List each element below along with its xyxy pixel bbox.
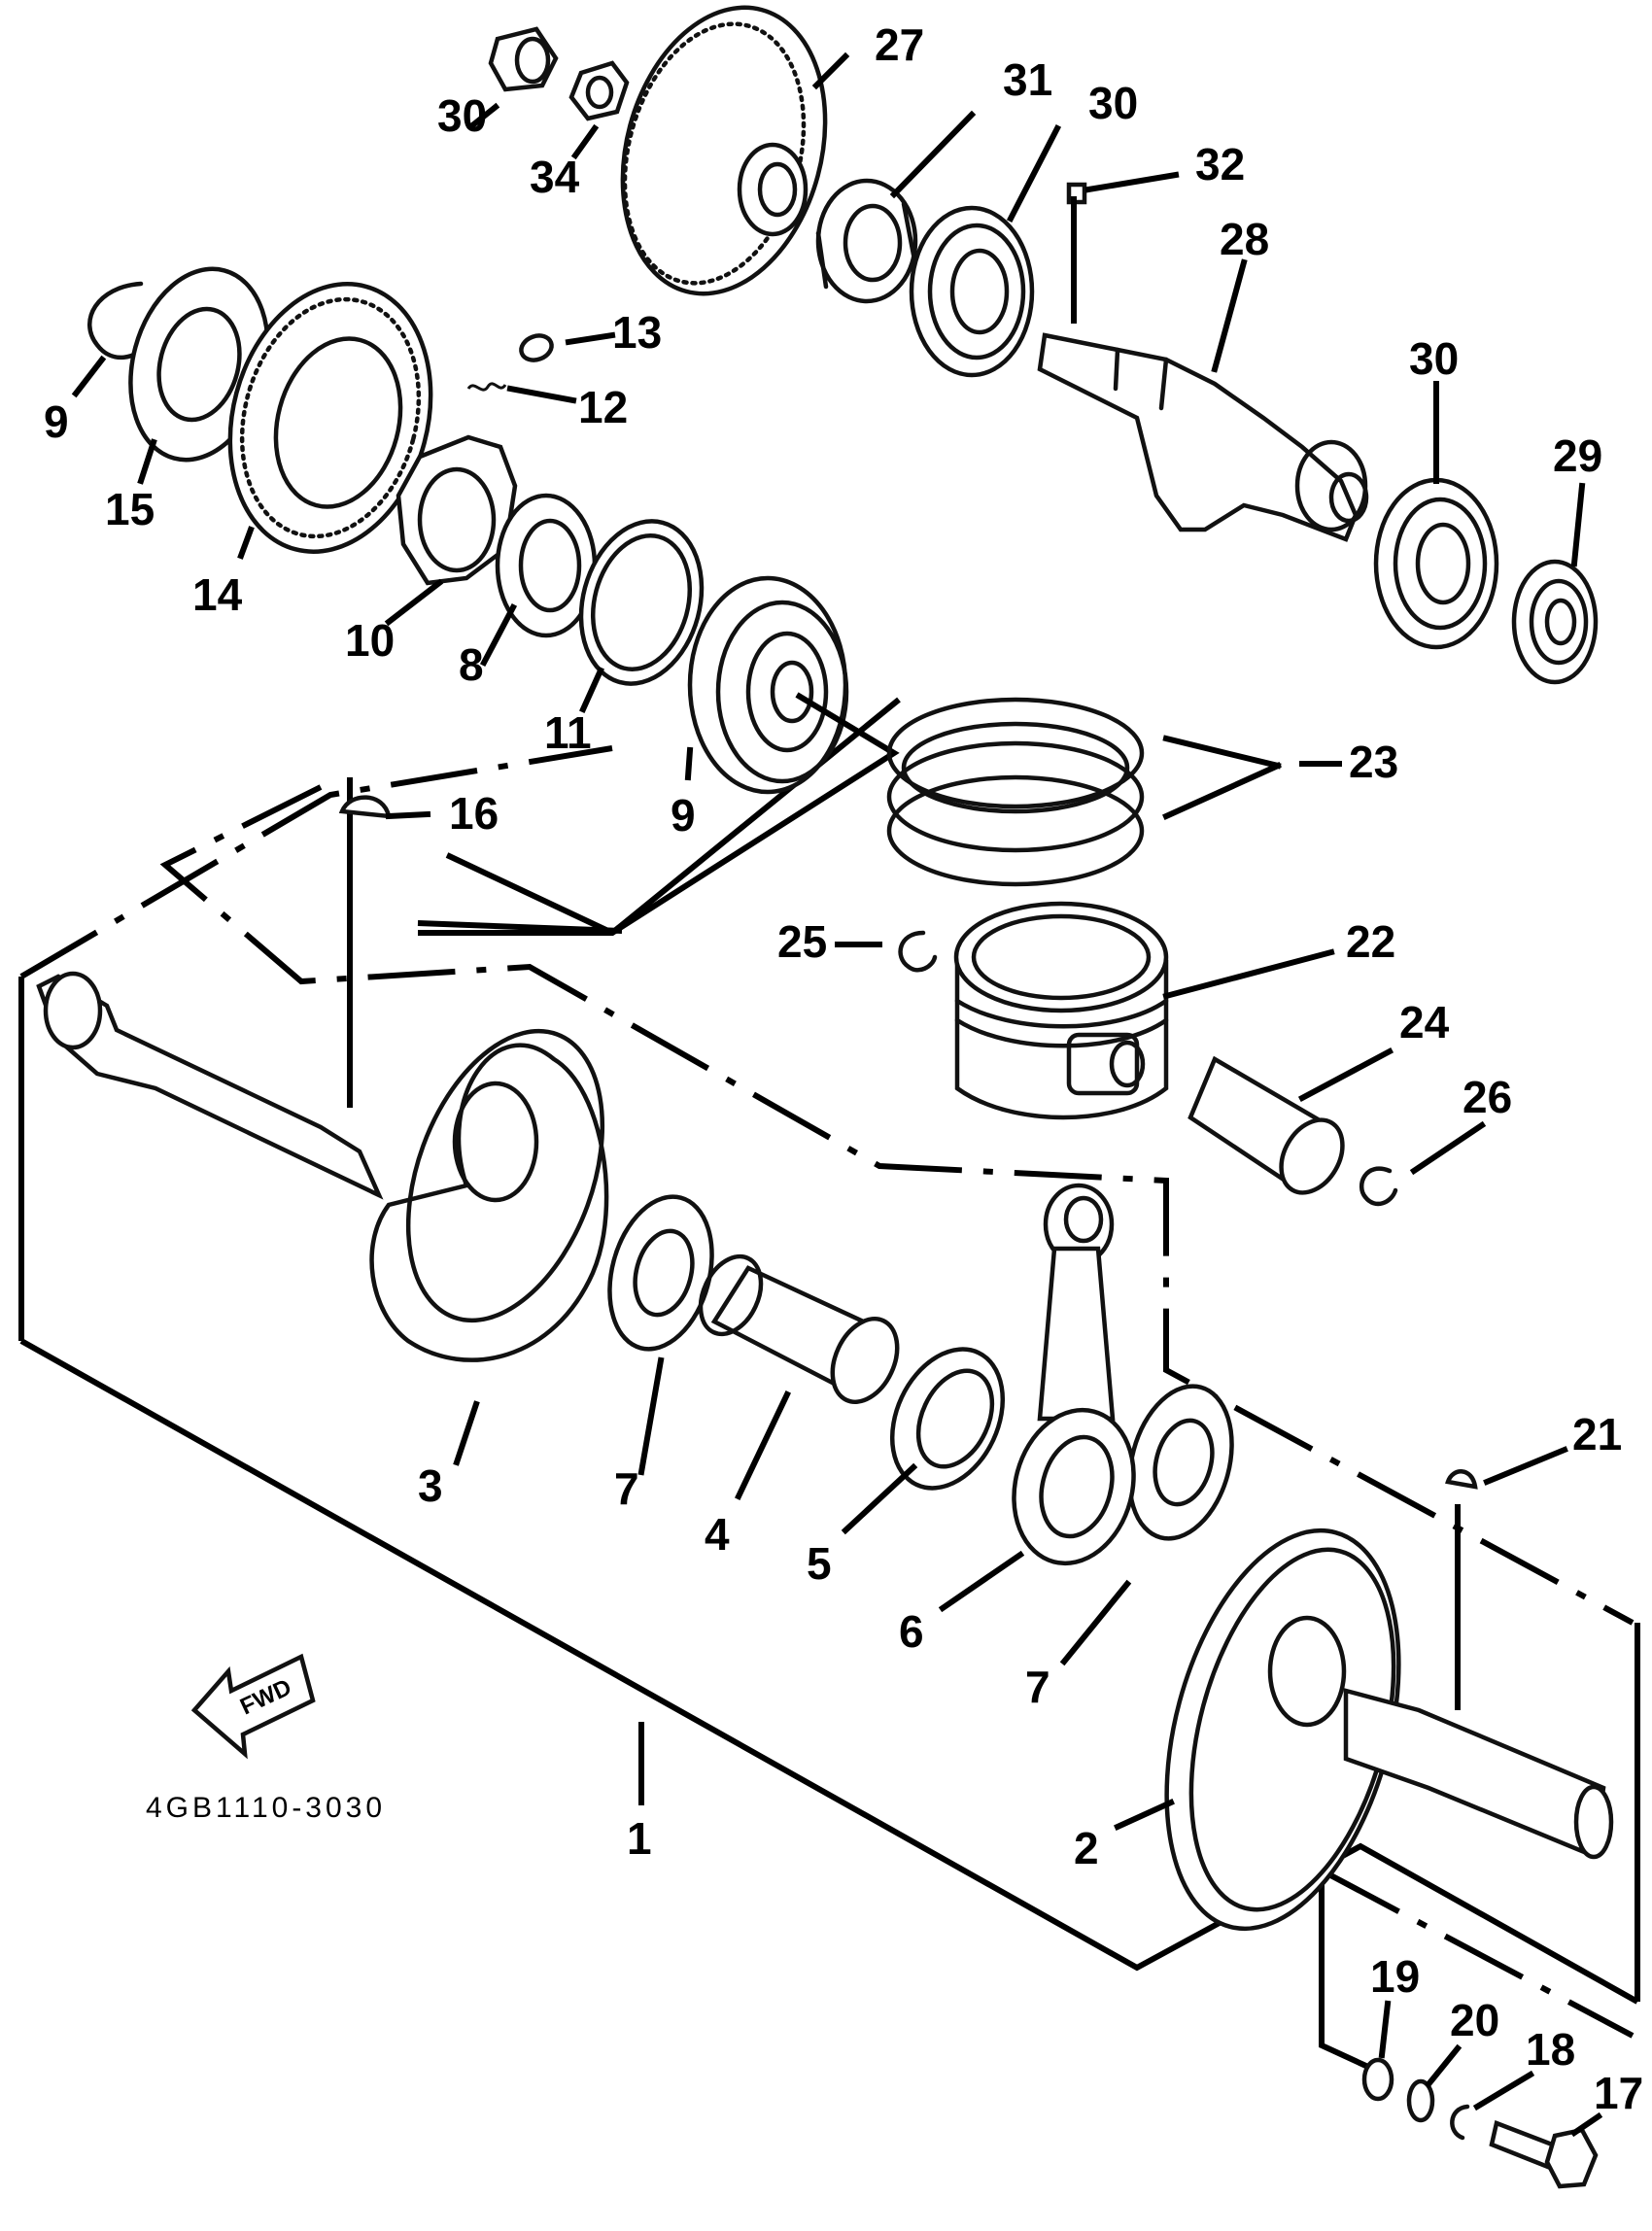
callout-2: 2: [1074, 1823, 1099, 1873]
callout-1: 1: [627, 1813, 652, 1864]
callout-24: 23: [1349, 737, 1398, 787]
callout-16: 15: [105, 484, 155, 534]
callout-27: 27: [875, 19, 924, 70]
callout-18: 17: [1594, 2068, 1643, 2118]
part-28-balancer-shaft: [1037, 182, 1369, 542]
callout-28: 28: [1220, 214, 1269, 264]
callout-26b: 26: [1463, 1072, 1512, 1122]
callout-6: 6: [899, 1606, 924, 1657]
callout-8: 8: [459, 639, 484, 690]
callout-26a: 25: [777, 916, 827, 967]
callout-25: 24: [1399, 997, 1450, 1047]
callout-33: 30: [437, 90, 487, 141]
part-29-oil-seal: [1511, 559, 1599, 685]
part-8-washer: [495, 493, 598, 638]
part-33-nut: [488, 26, 559, 92]
callout-14: 13: [612, 307, 662, 358]
leader-lines: [71, 51, 1603, 2138]
part-17-woodruff-key: [338, 795, 392, 819]
part-7-washer-left: [607, 1194, 714, 1352]
part-30-bearing-upper: [909, 205, 1035, 378]
part-27-gear: [620, 5, 828, 296]
callout-21: 20: [1450, 1995, 1499, 2045]
callout-34: 34: [530, 152, 580, 202]
part-22-key: [1445, 1469, 1478, 1490]
part-18-bolt: [1489, 2119, 1599, 2189]
drawing-code: 4GB1110-3030: [146, 1792, 386, 1824]
callout-labels: 30 34 27 31 30 32 28 30 29 13 12 9 15 14…: [44, 19, 1643, 2118]
callout-30b: 30: [1409, 333, 1459, 384]
callout-9: 9: [44, 396, 69, 447]
fwd-arrow: FWD: [190, 1653, 316, 1760]
part-31-collar: [815, 178, 918, 304]
part-12-shim: [578, 519, 705, 686]
callout-30a: 30: [1088, 78, 1138, 128]
callout-23: 22: [1346, 916, 1395, 967]
part-7-washer-right: [1127, 1384, 1234, 1541]
callout-12: 11: [544, 707, 592, 758]
callout-19: 18: [1526, 2024, 1575, 2075]
part-26-clip-upper: [898, 930, 938, 973]
part-5-needle-bearing: [889, 1347, 1006, 1491]
callout-7a: 7: [614, 1463, 639, 1514]
part-11-one-way-clutch: [396, 434, 518, 586]
callout-31: 31: [1003, 54, 1052, 105]
callout-4: 4: [705, 1509, 730, 1560]
part-24-piston-rings: [886, 697, 1145, 887]
part-4-crank-pin: [698, 1253, 900, 1404]
part-2-crank-right: [1164, 1527, 1614, 1932]
callout-17: 16: [449, 788, 499, 839]
callout-15: 14: [192, 569, 243, 620]
callout-10: 9: [671, 790, 696, 841]
assembly-boundary: [18, 697, 1640, 2071]
part-19-circlip: [1450, 2104, 1470, 2141]
part-20-plug: [1361, 2057, 1394, 2102]
part-23-piston: [953, 901, 1169, 1120]
callout-32: 32: [1195, 139, 1245, 189]
part-21-washer: [1406, 2078, 1435, 2123]
callout-5: 5: [807, 1538, 832, 1589]
callout-13: 12: [578, 382, 628, 432]
callout-29: 29: [1553, 430, 1602, 481]
part-13-spring: [466, 382, 507, 392]
part-25-piston-pin: [1187, 1055, 1345, 1195]
part-30-bearing-lower: [1373, 477, 1499, 650]
part-6-connecting-rod: [1012, 1183, 1136, 1566]
part-3-crank-left: [36, 971, 609, 1362]
part-34-lock-washer: [568, 60, 630, 121]
callout-20: 19: [1370, 1951, 1420, 2002]
callout-22: 21: [1572, 1409, 1622, 1459]
callout-3: 3: [418, 1460, 443, 1511]
callout-11: 10: [345, 615, 395, 666]
callout-7b: 7: [1025, 1662, 1050, 1712]
part-14-dowel: [519, 333, 554, 362]
part-26-clip-lower: [1359, 1166, 1398, 1207]
part-10-bearing: [610, 575, 900, 936]
part-15-starter-clutch-gear: [227, 282, 433, 554]
